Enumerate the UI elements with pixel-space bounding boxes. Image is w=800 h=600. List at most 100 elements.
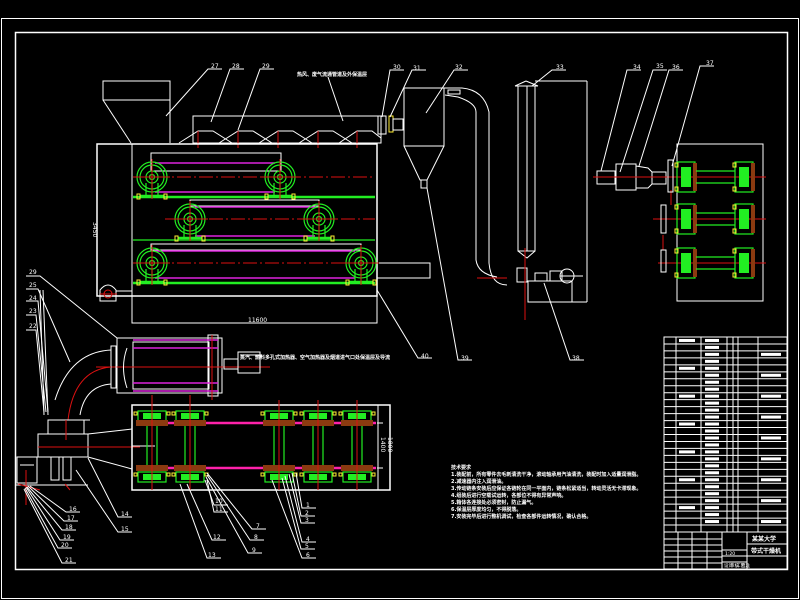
svg-text:工艺: 工艺 [736, 563, 745, 569]
parts-row-text [761, 394, 781, 398]
parts-row-text [705, 471, 719, 475]
parts-row-text [705, 401, 719, 405]
technical-requirements: 技术要求 1.装配前，所有零件去毛刺清洗干净，滚动轴承用汽油清洗，装配时加入适量… [451, 464, 641, 520]
svg-text:35: 35 [656, 63, 664, 70]
dim-length: 11600 [248, 317, 267, 324]
svg-text:审核: 审核 [730, 562, 739, 569]
svg-text:36: 36 [672, 64, 680, 71]
svg-text:7: 7 [256, 523, 260, 530]
svg-text:28: 28 [232, 63, 240, 70]
parts-row-text [761, 352, 781, 356]
parts-row-text [679, 478, 695, 482]
parts-row-text [705, 394, 719, 398]
cyclone-separator [403, 87, 508, 286]
dim-height: 3450 [91, 222, 98, 237]
svg-text:6: 6 [306, 552, 310, 559]
outer-border [1, 18, 799, 599]
parts-row-text [705, 352, 719, 356]
svg-text:9: 9 [252, 547, 256, 554]
svg-text:27: 27 [211, 63, 219, 70]
svg-text:38: 38 [572, 355, 580, 362]
svg-text:4: 4 [306, 536, 310, 543]
svg-text:16: 16 [69, 506, 77, 513]
parts-row-text [705, 366, 719, 370]
tech-req-item: 3.传动链条安装后应保证各链轮在同一平面内，链条松紧适当，转动灵活无卡滞现象。 [451, 485, 641, 492]
parts-row-text [705, 422, 719, 426]
parts-row-text [679, 506, 695, 510]
svg-text:14: 14 [121, 511, 129, 518]
side-view-drive [593, 143, 766, 302]
parts-row-text [761, 520, 781, 524]
svg-text:2: 2 [305, 510, 309, 517]
svg-text:34: 34 [633, 64, 641, 71]
parts-row-text [679, 338, 695, 342]
parts-row-text [705, 485, 719, 489]
tech-req-item: 2.减速器内注入润滑油。 [451, 478, 506, 485]
svg-text:29: 29 [29, 269, 37, 276]
svg-text:24: 24 [29, 295, 37, 302]
parts-row-text [679, 394, 695, 398]
svg-text:10: 10 [215, 498, 223, 505]
svg-text:8: 8 [254, 534, 258, 541]
school-name: 某某大学 [752, 535, 776, 543]
dryer-elevation-view: 3450 11600 热风、废气流通管道及外保温层 [91, 71, 431, 324]
parts-row-text [705, 380, 719, 384]
parts-row-text [761, 436, 781, 440]
parts-list-rows [664, 338, 787, 526]
svg-text:18: 18 [65, 524, 73, 531]
drive-wheel [301, 201, 337, 242]
dryer-casing [96, 143, 378, 297]
svg-text:39: 39 [461, 355, 469, 362]
plan-view-frame: 1400 1800 [131, 395, 393, 491]
bearing-unit [732, 161, 755, 193]
parts-row-text [705, 443, 719, 447]
parts-row-text [679, 422, 695, 426]
feed-hopper-top [102, 80, 171, 101]
parts-row-text [705, 345, 719, 349]
parts-row-text [705, 513, 719, 517]
parts-row-text [705, 373, 719, 377]
svg-text:5: 5 [305, 543, 309, 550]
parts-row-text [705, 478, 719, 482]
parts-row-text [761, 415, 781, 419]
bearing-unit [674, 203, 697, 235]
tech-req-item: 4.组装后进行空载试运转，各部位不得有异常声响。 [451, 492, 566, 499]
svg-text:1: 1 [306, 502, 310, 509]
svg-text:23: 23 [29, 308, 37, 315]
parts-row-text [705, 464, 719, 468]
bearing-unit [732, 247, 755, 279]
parts-row-text [705, 359, 719, 363]
parts-row-text [705, 408, 719, 412]
parts-row-text [705, 387, 719, 391]
svg-text:29: 29 [262, 63, 270, 70]
scale-value: 1:20 [725, 551, 735, 557]
parts-row-text [705, 492, 719, 496]
small-fan [99, 284, 117, 302]
balloon-labels: 27 28 29 30 31 32 33 34 35 36 37 40 39 3… [29, 60, 714, 564]
parts-row-text [679, 450, 695, 454]
svg-text:37: 37 [706, 60, 714, 67]
tech-req-item: 6.保温层厚度均匀，不得脱落。 [451, 506, 521, 513]
svg-text:15: 15 [121, 526, 129, 533]
parts-row-text [705, 520, 719, 524]
parts-row-text [761, 457, 781, 461]
top-note: 热风、废气流通管道及外保温层 [297, 71, 367, 78]
svg-text:31: 31 [413, 65, 421, 72]
side-bearings [674, 161, 755, 279]
svg-text:设计: 设计 [724, 562, 733, 569]
parts-row-text [705, 506, 719, 510]
svg-text:25: 25 [29, 282, 37, 289]
parts-row-text [705, 338, 719, 342]
svg-text:32: 32 [455, 64, 463, 71]
drive-wheel [262, 159, 298, 200]
drive-wheels [134, 159, 379, 286]
svg-text:21: 21 [65, 557, 73, 564]
mid-note: 蒸汽、燃料多孔式加热器、空气加热器及烟道进气口处保温层及导流 [240, 354, 390, 361]
svg-text:13: 13 [208, 552, 216, 559]
air-heater-assembly [16, 289, 270, 505]
drive-wheel [134, 245, 170, 286]
fan-motor [16, 456, 38, 484]
drive-wheel [134, 159, 170, 200]
svg-text:20: 20 [61, 542, 69, 549]
